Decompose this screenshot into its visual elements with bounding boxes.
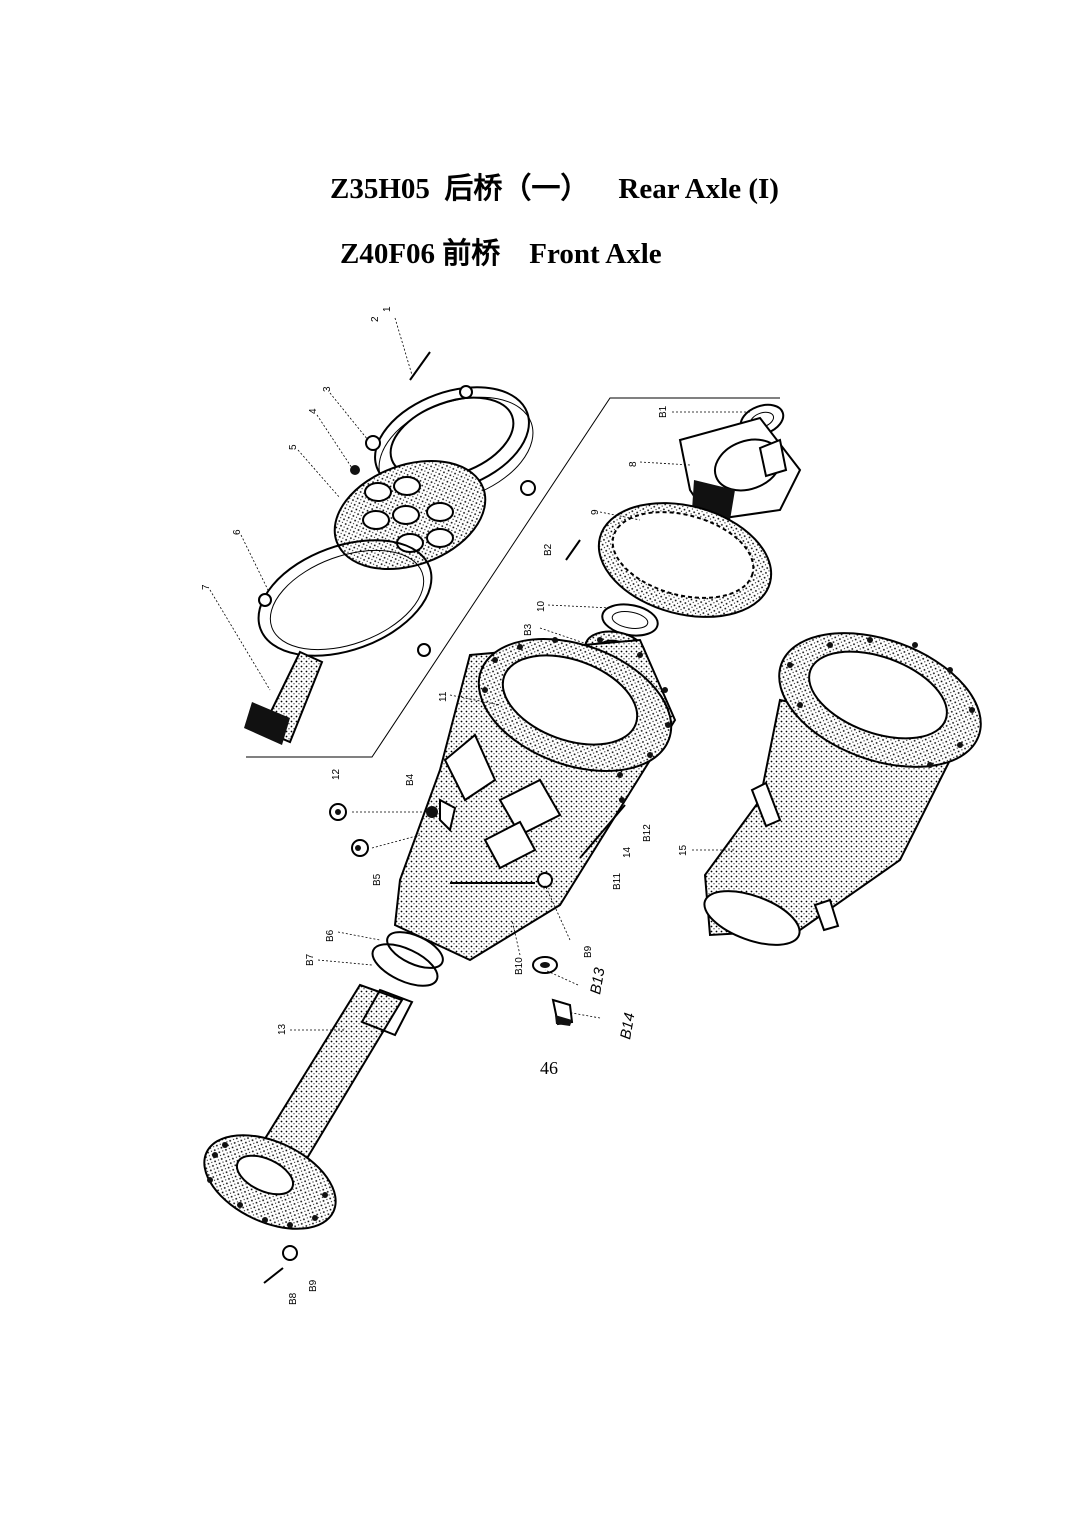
label-b3: B3 [523, 623, 534, 636]
part-labels: 1 2 3 4 5 6 7 B1 8 9 B2 10 B3 11 12 B4 B… [201, 306, 689, 1305]
label-15: 15 [678, 844, 689, 856]
part-bolt-14 [579, 797, 626, 859]
part-front-housing [703, 632, 982, 946]
label-2: 2 [370, 316, 381, 322]
label-8: 8 [628, 461, 639, 467]
label-14: 14 [622, 846, 633, 858]
label-b13: B13 [587, 966, 608, 996]
label-b8: B8 [288, 1292, 299, 1305]
part-gasket [257, 539, 433, 657]
part-planet-carrier [678, 416, 802, 522]
label-7: 7 [201, 584, 212, 590]
label-b5: B5 [372, 873, 383, 886]
part-plug-b5 [351, 839, 369, 857]
page-number: 46 [540, 1058, 558, 1078]
part-axle-housing [393, 637, 677, 962]
title-rear-axle: Z35H05 后桥（一） Rear Axle (I) [330, 173, 779, 205]
label-b12: B12 [642, 824, 653, 842]
label-3: 3 [322, 386, 333, 392]
part-washer-b4 [426, 798, 457, 832]
part-breather-12 [329, 803, 347, 821]
part-carrier-plate [333, 459, 487, 571]
label-b10: B10 [514, 957, 525, 975]
part-pin [409, 351, 431, 381]
label-5: 5 [288, 444, 299, 450]
label-b6: B6 [325, 929, 336, 942]
part-pin-b2 [565, 539, 581, 561]
part-ring-gear [597, 502, 773, 618]
label-b9-lower: B9 [308, 1279, 319, 1292]
part-seal-b7 [371, 943, 439, 987]
label-6: 6 [232, 529, 243, 535]
leader-lines [209, 317, 750, 1031]
label-4: 4 [308, 408, 319, 414]
label-1: 1 [382, 306, 393, 312]
label-13: 13 [277, 1023, 288, 1035]
label-11: 11 [438, 691, 449, 702]
label-9: 9 [590, 509, 601, 515]
part-plug-b14 [551, 998, 574, 1026]
label-b2: B2 [543, 543, 554, 556]
label-b7: B7 [305, 953, 316, 966]
title-front-axle: Z40F06 前桥 Front Axle [340, 238, 662, 270]
label-10: 10 [536, 600, 547, 612]
label-b4: B4 [405, 773, 416, 786]
label-b9-upper: B9 [583, 945, 594, 958]
part-bolt-b8 [263, 1267, 284, 1284]
part-washer-b13 [532, 956, 558, 974]
part-sun-gear [244, 650, 324, 745]
label-b11: B11 [612, 873, 623, 890]
label-12: 12 [331, 768, 342, 780]
label-b14: B14 [617, 1011, 638, 1040]
label-b1: B1 [658, 405, 669, 418]
part-seal-b6 [386, 931, 444, 969]
part-nut [350, 465, 360, 475]
part-bolt-b10 [450, 872, 553, 888]
part-half-shaft [203, 983, 414, 1230]
assembly-frame [246, 397, 780, 758]
part-washer-b9 [282, 1245, 298, 1261]
